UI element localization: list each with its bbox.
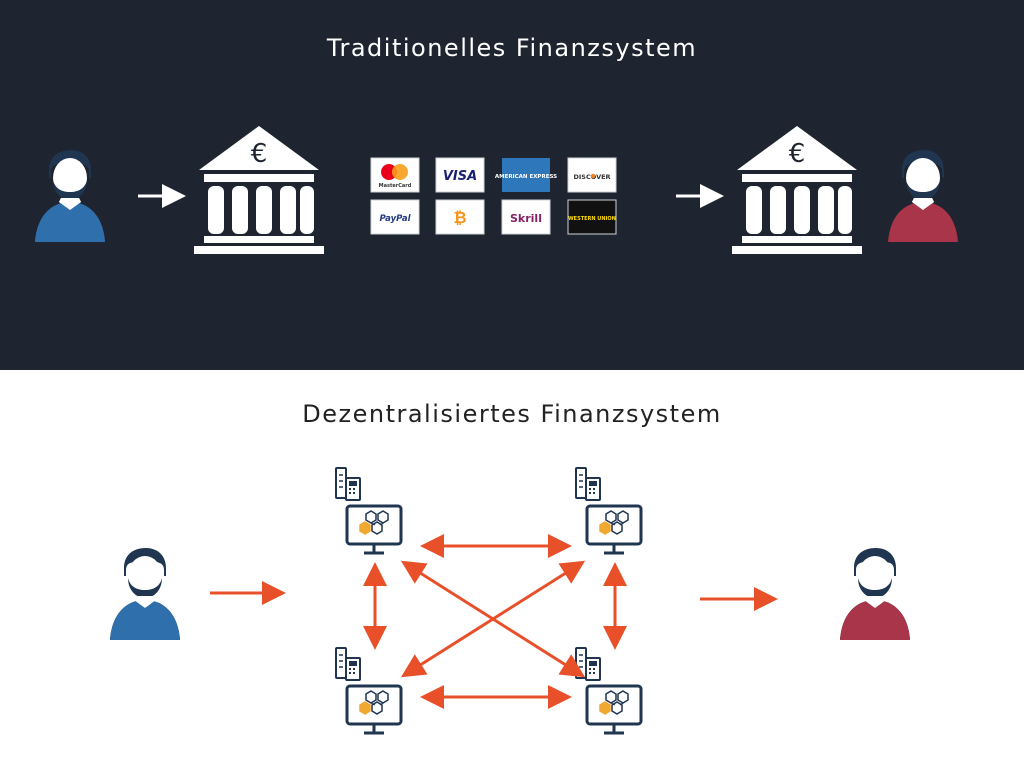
sender-person-icon xyxy=(35,150,105,242)
network-node-bottom-left xyxy=(334,646,403,735)
connection-diagonal-up xyxy=(400,560,586,678)
mastercard-icon: MasterCard xyxy=(370,157,420,193)
american-express-icon: AMERICAN EXPRESS xyxy=(495,158,557,192)
visa-label: VISA xyxy=(443,169,477,184)
sender-bank-icon: € xyxy=(194,126,324,254)
amex-label: AMERICAN EXPRESS xyxy=(495,174,557,180)
sender-bank-euro-symbol: € xyxy=(251,139,268,169)
sender-person-icon-decentralized xyxy=(110,548,180,640)
decentralized-title: Dezentralisiertes Finanzsystem xyxy=(302,400,722,428)
bitcoin-label: ₿ xyxy=(453,208,466,227)
receiver-bank-euro-symbol: € xyxy=(789,139,806,169)
western-union-label: WESTERN UNION xyxy=(568,216,616,222)
network-connections xyxy=(363,534,627,709)
western-union-icon: WESTERN UNION xyxy=(567,199,617,235)
skrill-label: Skrill xyxy=(510,212,542,225)
paypal-icon: PayPal xyxy=(370,199,420,235)
payment-methods: MasterCard VISA AMERICAN EXPRESS DISCOVE… xyxy=(370,157,617,235)
bitcoin-icon: ₿ xyxy=(435,199,485,235)
visa-icon: VISA xyxy=(435,157,485,193)
mastercard-label: MasterCard xyxy=(379,183,412,189)
network-node-top-left xyxy=(334,466,403,555)
network-node-bottom-right xyxy=(574,646,643,735)
receiver-person-icon xyxy=(888,150,958,242)
network-node-top-right xyxy=(574,466,643,555)
receiver-person-icon-decentralized xyxy=(840,548,910,640)
receiver-bank-icon: € xyxy=(732,126,862,254)
traditional-title: Traditionelles Finanzsystem xyxy=(326,34,698,62)
skrill-icon: Skrill xyxy=(501,199,551,235)
paypal-label: PayPal xyxy=(379,214,411,224)
discover-icon: DISCOVER xyxy=(567,157,617,193)
